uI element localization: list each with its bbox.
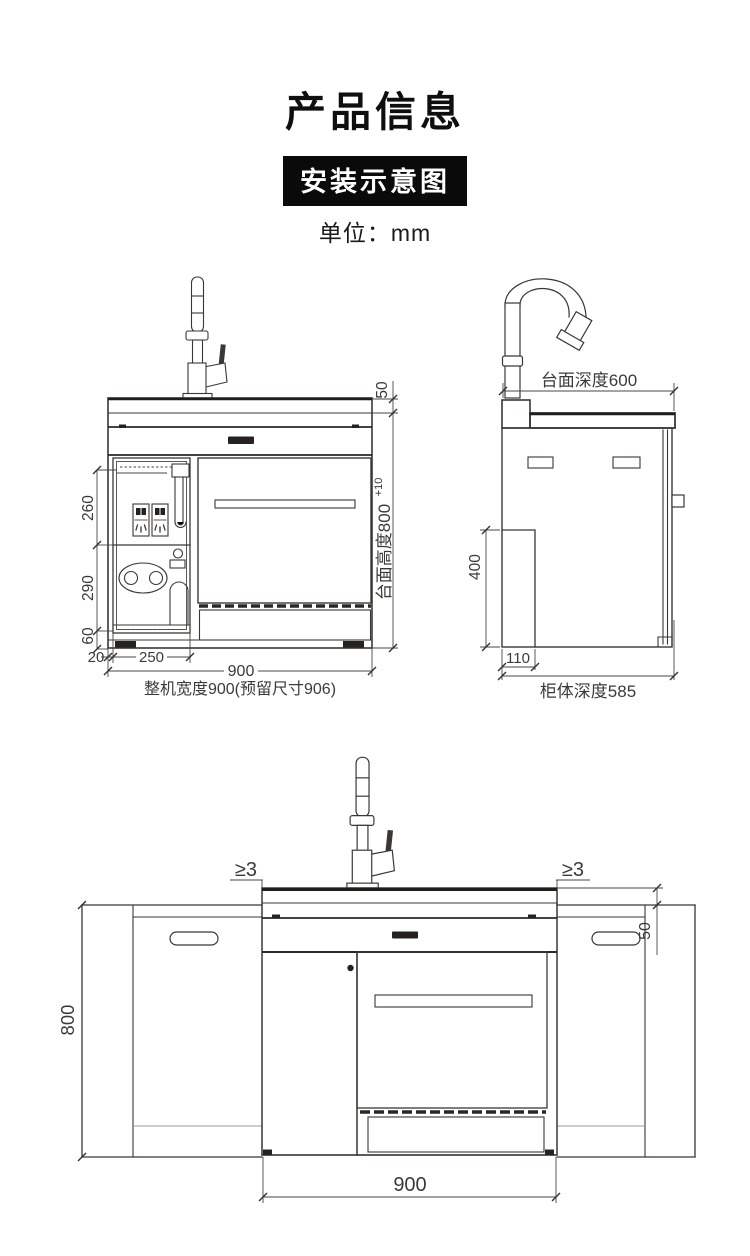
faucet-gooseneck-icon <box>501 278 593 399</box>
faucet-icon <box>346 756 396 889</box>
front-view-drawing: 260 290 60 20 250 900 整机宽度900(预留尺寸906) <box>80 276 398 698</box>
dim-400: 400 <box>467 554 484 580</box>
dishwasher-door <box>356 951 548 1109</box>
unit-label: 单位：mm <box>318 220 432 246</box>
dim-250: 250 <box>139 649 164 666</box>
section-badge: 安装示意图 <box>283 156 467 206</box>
power-socket-icon <box>132 503 150 537</box>
header: 产品信息 安装示意图 单位：mm <box>0 0 750 248</box>
install-view-dimensions: ≥3 ≥3 50 800 900 <box>57 859 663 1203</box>
left-neighbor-cabinet <box>81 904 263 1158</box>
door-handle-slot <box>374 994 533 1008</box>
gap-left-label: ≥3 <box>235 859 257 881</box>
dim-50: 50 <box>374 381 391 399</box>
dishwasher-door <box>197 457 372 641</box>
door-lock-dot <box>347 964 354 972</box>
side-view-dimensions: 台面深度600 400 110 柜体深度585 <box>467 371 679 701</box>
cabinet-side-outline <box>501 399 685 648</box>
door-handle-side <box>671 494 685 508</box>
dim-width: 900 <box>393 1174 426 1196</box>
dim-290: 290 <box>80 575 97 601</box>
rear-recess <box>501 529 536 648</box>
dim-counter-depth-label: 台面深度600 <box>541 371 637 390</box>
right-neighbor-cabinet <box>556 904 696 1158</box>
dim-counter-drop: 50 <box>637 922 654 940</box>
dim-counter-height-label: 台面高度800 <box>375 504 394 600</box>
faucet-icon <box>182 276 228 399</box>
front-view-dimensions: 260 290 60 20 250 900 整机宽度900(预留尺寸906) <box>80 381 398 698</box>
cabinet-handle <box>169 931 219 946</box>
door-handle-slot <box>214 499 356 509</box>
installation-view-drawing: ≥3 ≥3 50 800 900 <box>57 756 696 1203</box>
gap-right-label: ≥3 <box>562 859 584 881</box>
dim-900: 900 <box>228 663 255 680</box>
drain-pipe-icon <box>171 463 190 528</box>
brand-logo <box>392 931 418 939</box>
dim-110: 110 <box>506 650 530 667</box>
brand-logo <box>228 436 254 444</box>
side-view-caption: 柜体深度585 <box>540 682 636 701</box>
front-view-caption: 整机宽度900(预留尺寸906) <box>144 680 336 698</box>
page-title: 产品信息 <box>285 89 465 135</box>
dim-cabinet-height: 800 <box>57 1005 78 1036</box>
water-inlet-icon <box>118 562 168 594</box>
service-compartment <box>112 457 191 634</box>
dim-counter-height-tolerance: +10 <box>373 478 385 497</box>
dim-60: 60 <box>80 627 97 645</box>
power-socket-icon <box>151 503 169 537</box>
dim-260: 260 <box>80 495 97 521</box>
cabinet-handle <box>591 931 641 946</box>
sink-unit-front <box>261 887 558 1156</box>
dim-20: 20 <box>88 649 105 666</box>
side-view-drawing: 台面深度600 400 110 柜体深度585 <box>467 278 685 701</box>
